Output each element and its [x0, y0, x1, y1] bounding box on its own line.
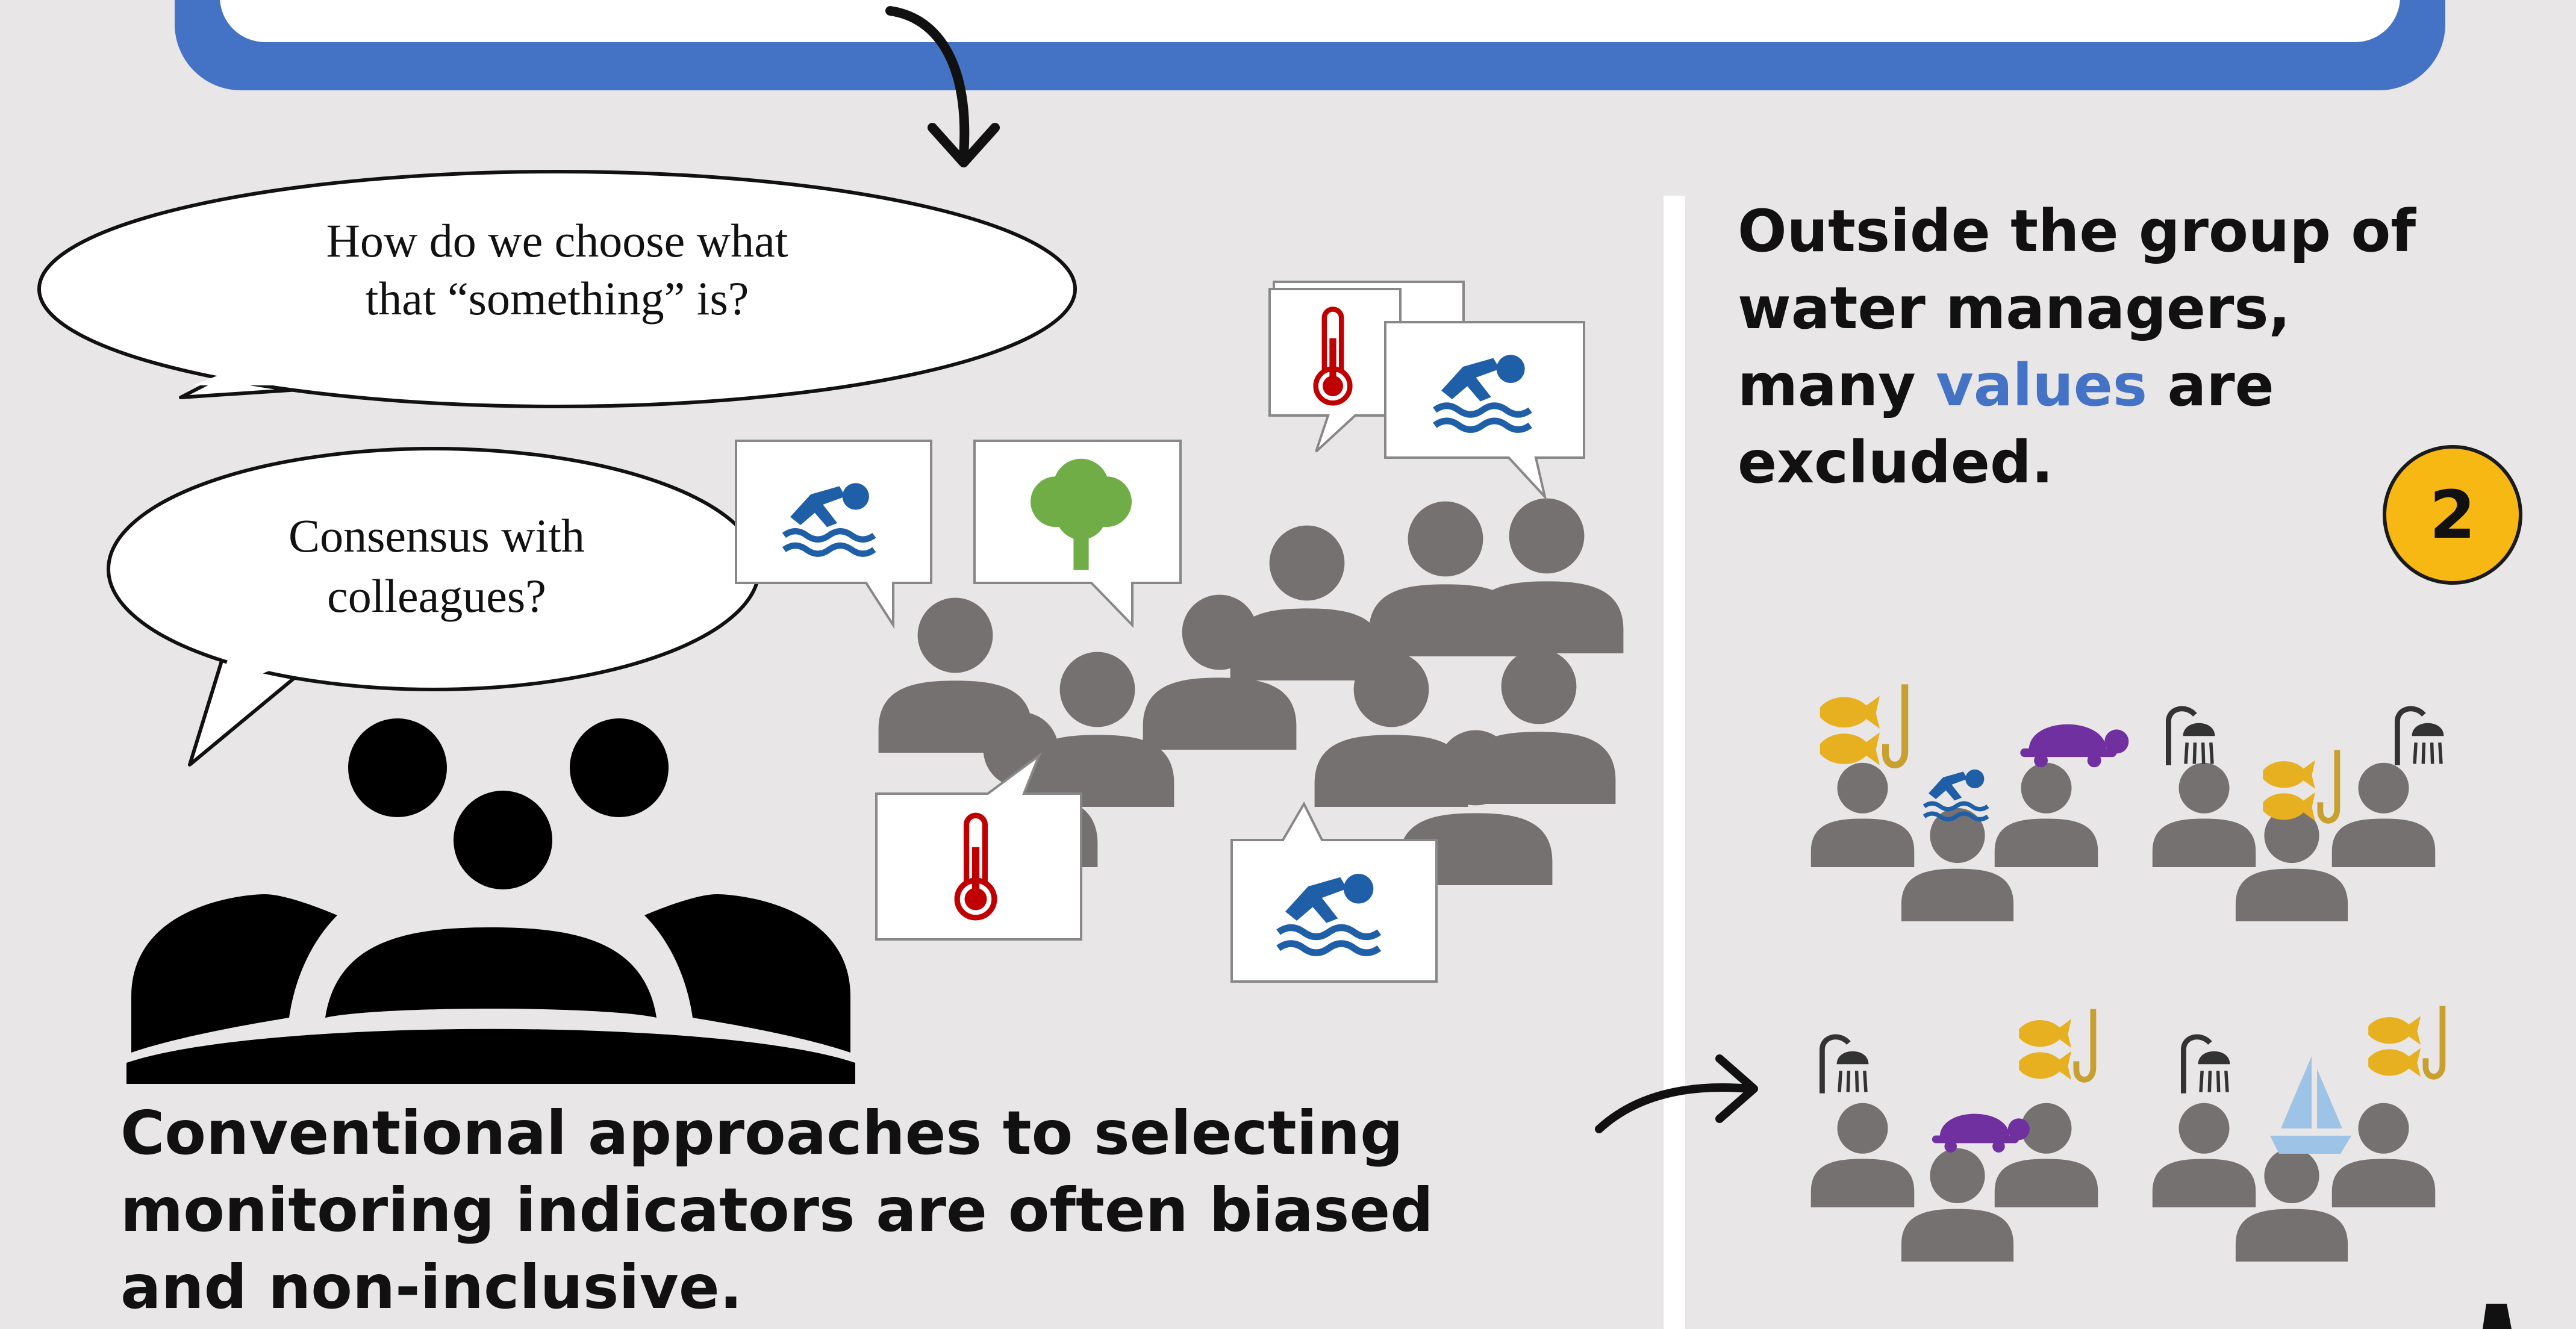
shower-icon [1822, 1037, 1868, 1094]
shower-icon [2168, 709, 2215, 765]
caption-line-2: monitoring indicators are often biased [120, 1175, 1433, 1245]
caption-line-3: and non-inclusive. [120, 1252, 743, 1322]
step-badge [2383, 445, 2522, 585]
question-bubble [37, 170, 1077, 408]
corner-mark [2483, 1304, 2512, 1329]
fish-hook-icon [2263, 750, 2337, 821]
fish-hook-icon [2019, 1009, 2093, 1080]
right-arrow-icon [1595, 1054, 1758, 1133]
heading-line-3: many values are [1738, 347, 2416, 424]
caption-line-1: Conventional approaches to selecting [120, 1098, 1403, 1168]
shower-icon [2397, 709, 2443, 765]
heading-line-1: Outside the group of [1738, 198, 2416, 265]
heading-line-2: water managers, [1738, 275, 2291, 342]
question-bubble-text: How do we choose what that “something” i… [199, 212, 915, 328]
value-card-swim-3 [1230, 801, 1438, 983]
answer-line-2: colleagues? [327, 570, 546, 622]
conventional-approaches-caption: Conventional approaches to selecting mon… [120, 1095, 1433, 1326]
step-number: 2 [2429, 476, 2476, 553]
excluded-values-heading: Outside the group of water managers, man… [1738, 193, 2416, 501]
value-card-tree [973, 440, 1182, 628]
turtle-icon [2020, 724, 2129, 768]
heading-line-3-start: many [1738, 352, 1936, 419]
turtle-icon [1932, 1113, 2030, 1153]
question-line-1: How do we choose what [326, 214, 788, 267]
heading-line-4: excluded. [1738, 429, 2054, 496]
excluded-crowd-1 [1810, 762, 2436, 1262]
divider [1664, 196, 1685, 1329]
answer-line-1: Consensus with [288, 509, 585, 562]
down-arrow-icon [885, 6, 1000, 167]
value-card-swim-1 [735, 440, 932, 629]
water-managers-group [126, 718, 855, 1084]
fish-hook-icon [1820, 684, 1905, 765]
question-line-2: that “something” is? [365, 272, 749, 325]
shower-icon [2183, 1037, 2230, 1094]
values-highlight: values [1936, 352, 2148, 419]
top-banner [175, 0, 2445, 90]
value-card-thermo-top [1268, 288, 1402, 453]
value-card-swim-2 [1384, 321, 1585, 501]
answer-bubble-text: Consensus with colleagues? [199, 506, 675, 626]
sailboat-icon [2270, 1056, 2351, 1154]
fish-hook-icon [2368, 1006, 2442, 1077]
heading-line-3-end: are [2147, 352, 2274, 419]
value-card-thermo-2 [875, 752, 1082, 941]
